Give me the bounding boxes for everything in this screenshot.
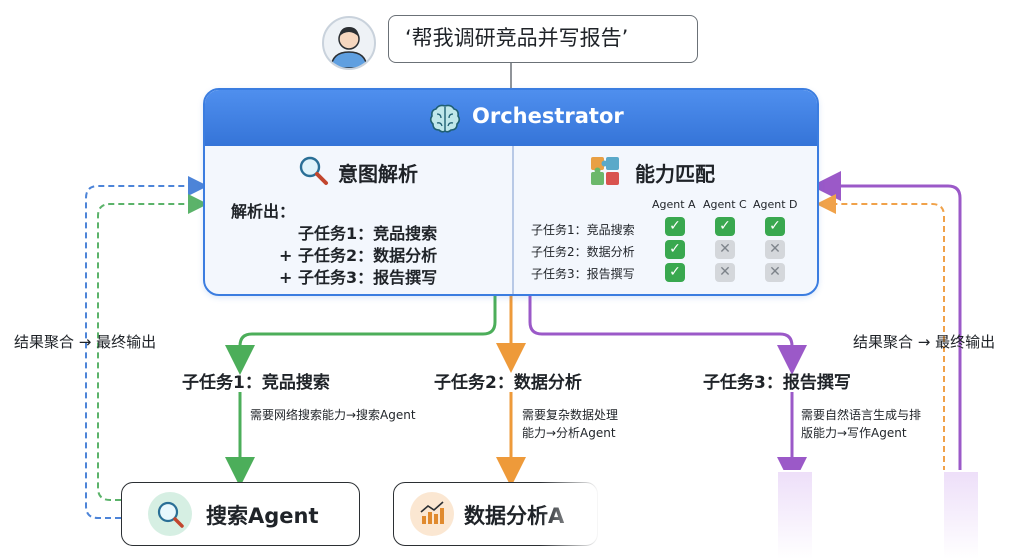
matrix-row-label: 子任务1：竞品搜索 bbox=[531, 223, 635, 237]
agent-column-header: Agent D bbox=[753, 198, 798, 211]
parse-label: 解析出： bbox=[231, 202, 296, 221]
cross-icon: ✕ bbox=[765, 240, 785, 259]
capability-match-title: 能力匹配 bbox=[635, 162, 715, 186]
purple-fade-tail bbox=[944, 472, 978, 559]
branch-title: 子任务1：竞品搜索 bbox=[182, 373, 330, 393]
orchestrator-card: Orchestrator 意图解析 解析出： 子任务1：竞品搜索 + 子任务2：… bbox=[203, 88, 819, 296]
agent-column-header: Agent A bbox=[652, 198, 696, 211]
parsed-subtask-line: + 子任务3：报告撰写 bbox=[279, 268, 438, 287]
branch-note: 需要复杂数据处理 能力→分析Agent bbox=[522, 406, 652, 442]
matrix-row-label: 子任务2：数据分析 bbox=[531, 245, 635, 259]
orchestrator-header bbox=[205, 90, 817, 146]
branch-note-line: 需要网络搜索能力→搜索Agent bbox=[250, 408, 416, 422]
branch-note-line: 需要自然语言生成与排 bbox=[801, 408, 922, 422]
matrix-row-label: 子任务3：报告撰写 bbox=[531, 267, 635, 281]
purple-fade-tail bbox=[778, 472, 812, 559]
brain-icon bbox=[429, 104, 461, 133]
branch-1-arrow bbox=[225, 296, 497, 375]
branch-3-arrow bbox=[528, 296, 807, 375]
search-agent-box: 搜索Agent bbox=[121, 482, 360, 546]
chart-icon bbox=[420, 501, 444, 524]
cross-icon: ✕ bbox=[715, 240, 735, 259]
agent-column-header: Agent C bbox=[703, 198, 747, 211]
orchestrator-title: Orchestrator bbox=[472, 104, 624, 128]
branch-note: 需要自然语言生成与排 版能力→写作Agent bbox=[801, 406, 931, 442]
section-divider bbox=[512, 146, 514, 294]
parsed-subtask-line: + 子任务2：数据分析 bbox=[279, 246, 438, 265]
branch-title: 子任务2：数据分析 bbox=[434, 373, 582, 393]
cross-icon: ✕ bbox=[715, 263, 735, 282]
parsed-subtask-line: 子任务1：竞品搜索 bbox=[298, 224, 438, 243]
branch-title: 子任务3：报告撰写 bbox=[703, 373, 851, 393]
left-feedback-green-dashed bbox=[97, 194, 208, 501]
puzzle-icon bbox=[591, 157, 619, 185]
left-aggregate-label: 结果聚合 → 最终输出 bbox=[14, 333, 157, 351]
user-avatar bbox=[322, 16, 376, 70]
intent-parse-title: 意图解析 bbox=[338, 162, 418, 186]
search-agent-name: 搜索Agent bbox=[206, 504, 319, 528]
magnifier-icon bbox=[157, 501, 184, 528]
check-icon: ✓ bbox=[665, 217, 685, 236]
magnifier-icon bbox=[299, 156, 328, 185]
capability-matrix: ✓ ✓ ✓ ✓ ✕ ✕ ✓ ✕ ✕ bbox=[205, 90, 817, 294]
right-aggregate-label: 结果聚合 → 最终输出 bbox=[853, 333, 996, 351]
check-icon: ✓ bbox=[765, 217, 785, 236]
cross-icon: ✕ bbox=[765, 263, 785, 282]
branch-note-line: 版能力→写作Agent bbox=[801, 426, 907, 440]
check-icon: ✓ bbox=[665, 263, 685, 282]
analysis-agent-icon bbox=[410, 492, 454, 536]
user-request-box: ‘帮我调研竞品并写报告’ bbox=[388, 15, 698, 63]
left-feedback-blue-dashed bbox=[85, 176, 208, 519]
branch-note-line: 需要复杂数据处理 bbox=[522, 408, 619, 422]
user-icon bbox=[330, 27, 368, 68]
check-icon: ✓ bbox=[715, 217, 735, 236]
search-agent-icon bbox=[148, 492, 192, 536]
check-icon: ✓ bbox=[665, 240, 685, 259]
right-feedback-orange-dashed bbox=[816, 194, 945, 472]
branch-note: 需要网络搜索能力→搜索Agent bbox=[250, 406, 416, 424]
right-feedback-purple bbox=[811, 171, 962, 472]
branch-note-line: 能力→分析Agent bbox=[522, 426, 616, 440]
